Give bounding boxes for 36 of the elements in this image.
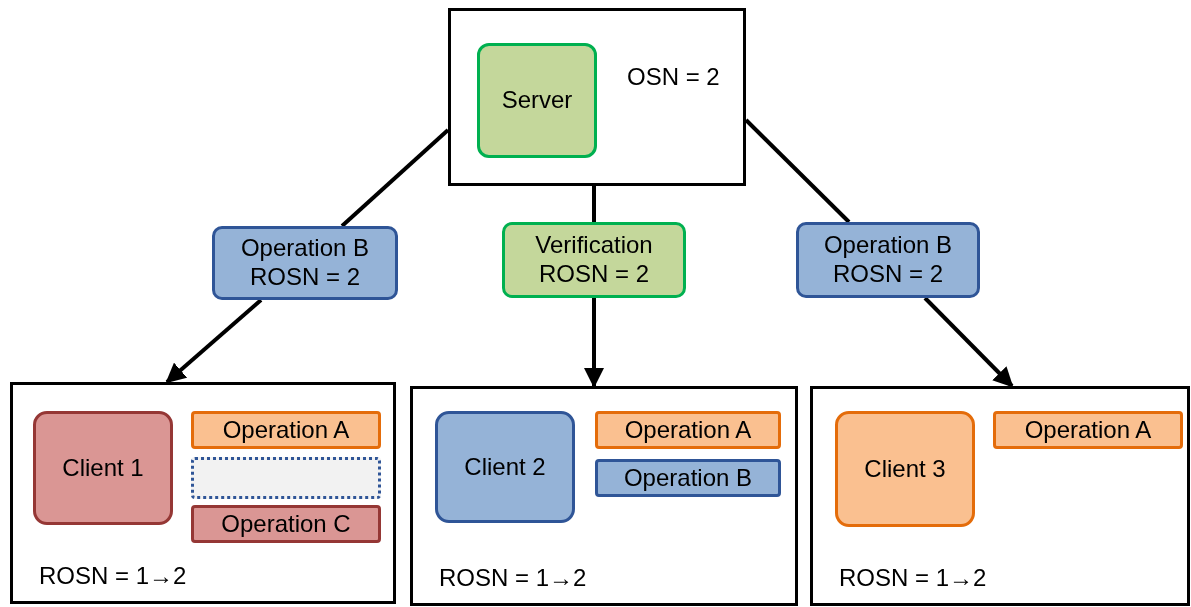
- node-label: ROSN = 1→2: [39, 562, 187, 591]
- node-label: Operation A: [222, 415, 350, 445]
- empty-slot-box: [191, 457, 381, 499]
- arrow: [165, 298, 263, 384]
- node-label: Client 3: [864, 454, 946, 484]
- frame-box: [448, 8, 746, 186]
- node-label: Operation B ROSN = 2: [239, 234, 371, 292]
- label-box: [502, 222, 686, 298]
- node-label: OSN = 2: [627, 63, 720, 92]
- arrow: [923, 296, 1014, 388]
- node-label: ROSN = 1→2: [839, 564, 987, 593]
- node-label: ROSN = 1→2: [439, 564, 587, 593]
- operation-box: [993, 411, 1183, 449]
- operation-box: [191, 505, 381, 543]
- frame-box: [410, 386, 798, 606]
- node-label: Operation A: [1024, 415, 1152, 445]
- server-box: [477, 43, 597, 158]
- node-label: Client 1: [62, 453, 144, 483]
- operation-box: [595, 459, 781, 497]
- client-box: [835, 411, 975, 527]
- node-label: Server: [501, 86, 573, 115]
- frame-box: [10, 382, 396, 604]
- node-label: Operation B: [623, 463, 753, 493]
- node-label: Operation B ROSN = 2: [822, 231, 954, 289]
- node-label: Operation A: [624, 415, 752, 445]
- client-box: [33, 411, 173, 525]
- frame-box: [810, 386, 1190, 606]
- label-box: [796, 222, 980, 298]
- client-box: [435, 411, 575, 523]
- operation-box: [595, 411, 781, 449]
- arrow: [584, 298, 604, 388]
- node-label: Verification ROSN = 2: [534, 231, 654, 289]
- label-box: [212, 226, 398, 300]
- node-label: Operation C: [221, 509, 351, 539]
- node-label: Client 2: [464, 452, 546, 482]
- operation-box: [191, 411, 381, 449]
